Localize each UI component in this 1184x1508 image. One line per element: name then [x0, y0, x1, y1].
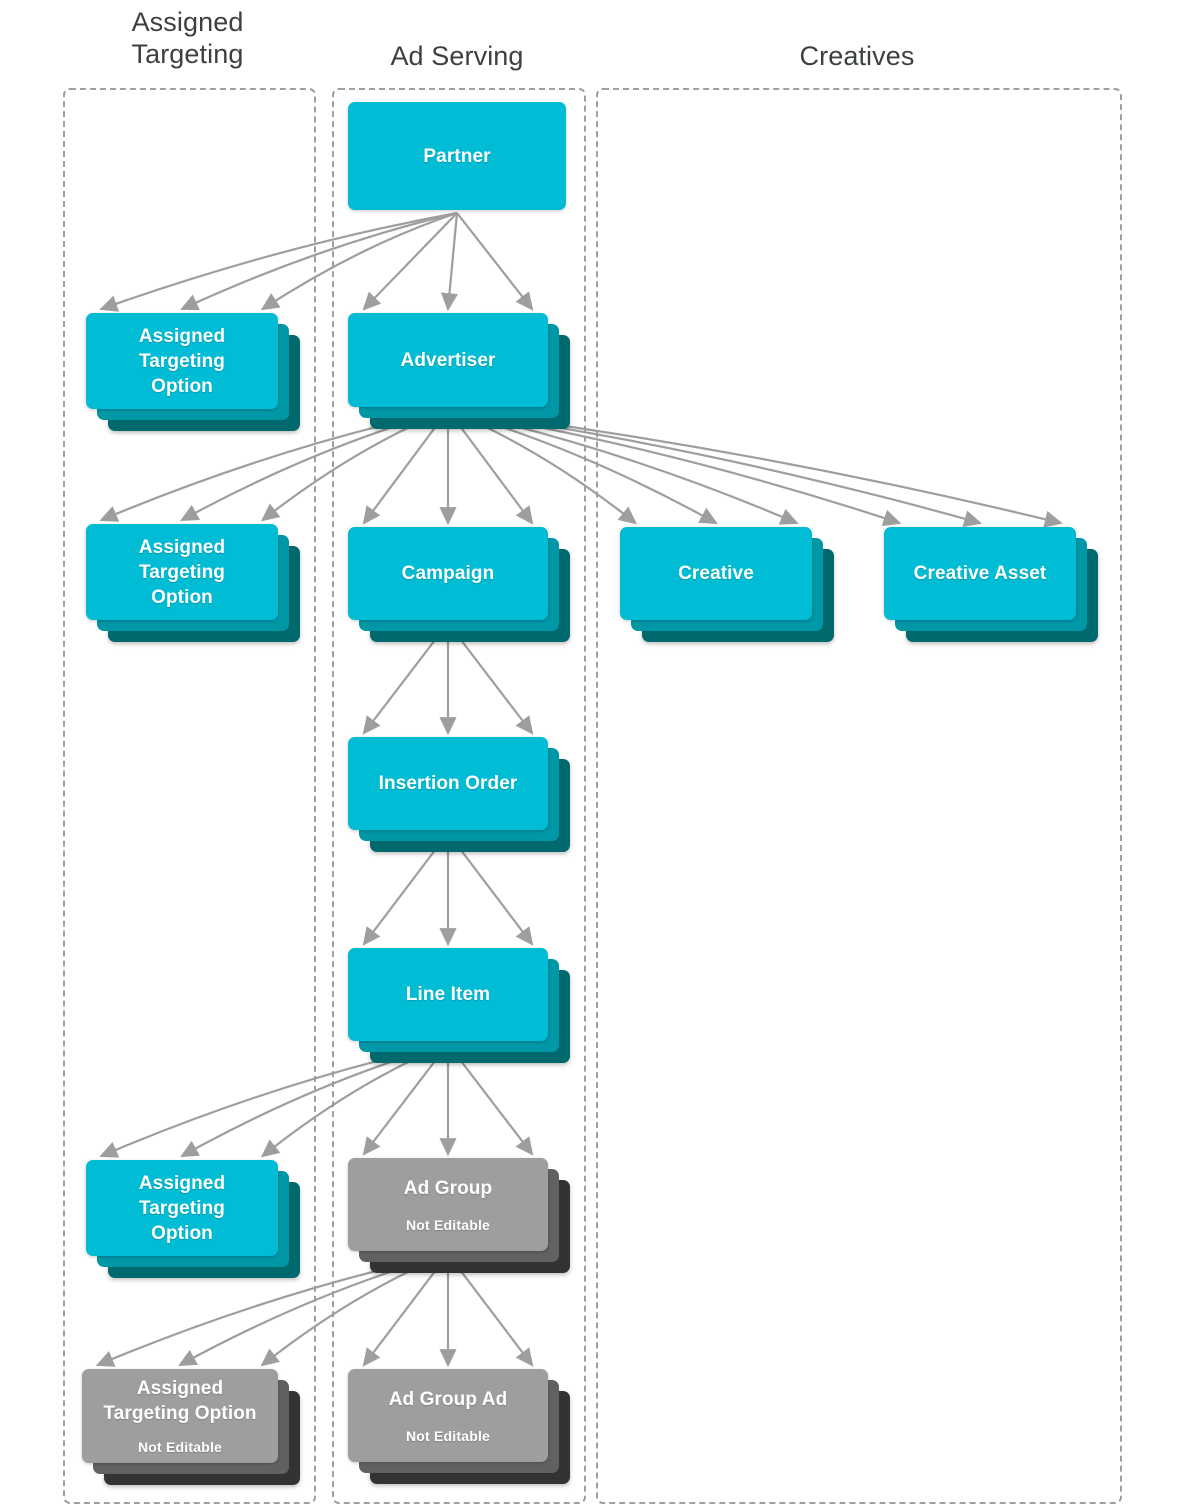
node-title: Advertiser [393, 348, 504, 373]
node-face[interactable]: Ad Group Ad Not Editable [348, 1369, 548, 1462]
node-title-line: Targeting Option [103, 1403, 257, 1424]
column-label-creatives: Creatives [799, 41, 915, 71]
column-label-assigned-targeting: Assigned Targeting [63, 6, 312, 70]
node-title-line: Ad Group [403, 1177, 493, 1199]
node-creative[interactable]: Creative [620, 527, 834, 642]
node-title: Ad Group Ad [381, 1387, 516, 1412]
node-campaign[interactable]: Campaign [348, 527, 570, 642]
node-title-line: Creative [678, 563, 754, 584]
node-face[interactable]: Insertion Order [348, 737, 548, 830]
node-subtitle: Not Editable [405, 1216, 491, 1233]
node-title-line: Assigned [138, 1172, 226, 1194]
node-creative-asset[interactable]: Creative Asset [884, 527, 1098, 642]
node-title: Campaign [394, 561, 503, 586]
column-region-ad-serving [332, 88, 586, 1504]
node-face[interactable]: Advertiser [348, 313, 548, 407]
node-title-line: Campaign [401, 563, 495, 584]
node-title-line: Targeting [138, 561, 226, 583]
node-title-line: Targeting [138, 350, 226, 372]
node-line-item[interactable]: Line Item [348, 948, 570, 1063]
column-region-assigned-targeting [63, 88, 316, 1504]
node-title-line: Line Item [405, 984, 491, 1005]
node-title: Ad Group [396, 1176, 500, 1201]
node-subtitle: Not Editable [405, 1427, 491, 1444]
node-face[interactable]: Creative [620, 527, 812, 620]
node-face[interactable]: Partner [348, 102, 566, 210]
node-subtitle: Not Editable [137, 1439, 223, 1455]
node-title-line: Assigned [138, 325, 226, 347]
node-face[interactable]: Line Item [348, 948, 548, 1041]
node-title-line: Creative Asset [913, 563, 1047, 584]
node-face[interactable]: Campaign [348, 527, 548, 620]
node-title: Partner [415, 144, 498, 169]
node-partner[interactable]: Partner [348, 102, 566, 210]
column-region-creatives [596, 88, 1122, 1504]
node-title-line: Partner [423, 145, 491, 167]
node-ad-group-ad[interactable]: Ad Group Ad Not Editable [348, 1369, 570, 1484]
node-title-line: Option [151, 375, 213, 397]
node-title-line: Targeting [138, 1197, 226, 1219]
node-title-line: Option [151, 1222, 213, 1244]
node-title-line: Assigned [138, 536, 226, 558]
node-insertion-order[interactable]: Insertion Order [348, 737, 570, 852]
node-title-line: Insertion Order [378, 773, 518, 794]
node-title-line: Assigned [136, 1378, 224, 1399]
node-title: Creative Asset [906, 561, 1055, 586]
column-label-line2: Targeting [131, 39, 244, 69]
node-title-line: Ad Group Ad [388, 1388, 508, 1410]
column-label-ad-serving: Ad Serving [390, 41, 524, 71]
node-title-line: Option [151, 586, 213, 608]
node-title: Insertion Order [371, 771, 526, 796]
node-title-line: Advertiser [400, 349, 496, 371]
node-title: Line Item [398, 982, 498, 1007]
column-label-line1: Assigned [131, 7, 244, 37]
node-title: Creative [670, 561, 762, 586]
node-advertiser[interactable]: Advertiser [348, 313, 570, 429]
node-face[interactable]: Creative Asset [884, 527, 1076, 620]
